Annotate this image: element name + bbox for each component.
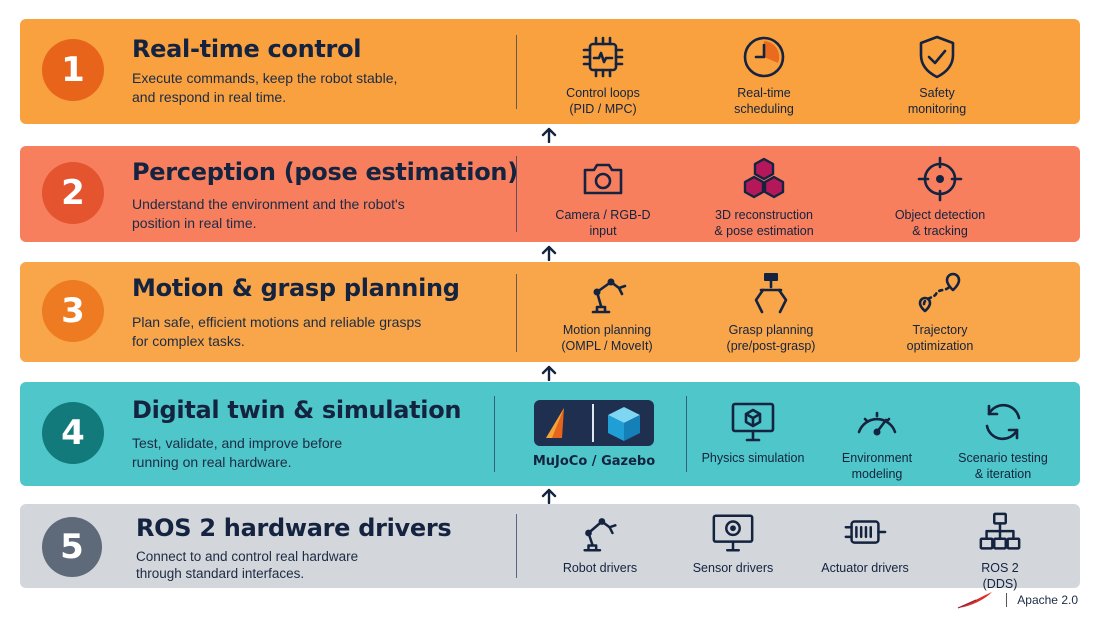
layer-description: Execute commands, keep the robot stable,… xyxy=(132,70,398,105)
layer-description: Connect to and control real hardware thr… xyxy=(136,549,359,581)
layer-description: Plan safe, efficient motions and reliabl… xyxy=(132,314,422,349)
feature-label: Grasp planning (pre/post-grasp) xyxy=(726,323,816,353)
divider xyxy=(494,396,495,472)
layer-description: Understand the environment and the robot… xyxy=(132,196,405,231)
feather-icon xyxy=(958,592,993,609)
layer-title: Digital twin & simulation xyxy=(132,396,462,424)
feature-label: Object detection & tracking xyxy=(894,208,986,238)
layer-4-digital-twin-simulation: 4 Digital twin & simulation Test, valida… xyxy=(20,382,1080,486)
layer-number-badge: 4 xyxy=(42,402,104,464)
simulator-caption: MuJoCo / Gazebo xyxy=(532,454,656,469)
divider xyxy=(516,514,517,578)
feature-robot-drivers: Robot drivers xyxy=(525,510,675,576)
feature-object-detection: Object detection & tracking xyxy=(865,155,1015,239)
gauge-icon xyxy=(857,411,897,436)
gazebo-cube-icon xyxy=(608,407,640,441)
feature-3d-reconstruction: 3D reconstruction & pose estimation xyxy=(689,155,839,239)
feature-label: Actuator drivers xyxy=(821,561,909,575)
divider xyxy=(516,156,517,232)
layer-description: Test, validate, and improve before runni… xyxy=(132,435,343,470)
layer-number-badge: 2 xyxy=(42,162,104,224)
clock-icon xyxy=(743,36,785,78)
arrow-up-icon xyxy=(541,365,557,381)
simulator-logos xyxy=(534,400,654,446)
motor-icon xyxy=(844,520,887,544)
feature-label: Control loops (PID / MPC) xyxy=(566,86,640,116)
arrow-up-icon xyxy=(541,127,557,143)
feature-safety-monitoring: Safety monitoring xyxy=(862,33,1012,117)
layer-title: Perception (pose estimation) xyxy=(132,158,518,186)
feature-actuator-drivers: Actuator drivers xyxy=(790,510,940,576)
feature-physics-simulation: Physics simulation xyxy=(678,398,828,466)
layer-title: Motion & grasp planning xyxy=(132,274,460,302)
divider xyxy=(516,35,517,109)
feature-trajectory-optimization: Trajectory optimization xyxy=(865,270,1015,354)
network-icon xyxy=(979,512,1021,550)
feature-label: Camera / RGB-D input xyxy=(555,208,651,238)
feature-real-time-scheduling: Real-time scheduling xyxy=(689,33,839,117)
crosshair-icon xyxy=(917,156,963,202)
feature-label: Safety monitoring xyxy=(907,86,967,116)
footer: Apache 2.0 xyxy=(956,590,1078,610)
layer-2-perception: 2 Perception (pose estimation) Understan… xyxy=(20,146,1080,242)
arrow-up-icon xyxy=(541,245,557,261)
feature-sensor-drivers: Sensor drivers xyxy=(658,510,808,576)
layer-title: ROS 2 hardware drivers xyxy=(136,514,452,542)
layer-number-badge: 1 xyxy=(42,39,104,101)
shield-check-icon xyxy=(919,35,955,79)
feature-label: Environment modeling xyxy=(841,451,913,481)
feature-label: Trajectory optimization xyxy=(906,323,974,353)
layer-3-motion-grasp-planning: 3 Motion & grasp planning Plan safe, eff… xyxy=(20,262,1080,362)
refresh-icon xyxy=(985,403,1021,441)
feature-ros2-dds: ROS 2 (DDS) xyxy=(925,510,1075,592)
feature-environment-modeling: Environment modeling xyxy=(802,398,952,482)
feature-label: Motion planning (OMPL / MoveIt) xyxy=(561,323,653,353)
layer-title: Real-time control xyxy=(132,35,362,63)
arrow-up-icon xyxy=(541,488,557,504)
mujoco-logo-icon xyxy=(546,408,564,438)
monitor-eye-icon xyxy=(712,514,754,552)
divider xyxy=(516,274,517,352)
feature-camera-input: Camera / RGB-D input xyxy=(528,155,678,239)
robot-arm-icon xyxy=(583,518,617,552)
route-icon xyxy=(918,272,961,313)
license-label: Apache 2.0 xyxy=(1017,593,1078,607)
feature-label: Scenario testing & iteration xyxy=(958,451,1048,481)
feature-scenario-testing: Scenario testing & iteration xyxy=(928,398,1078,482)
feature-motion-planning: Motion planning (OMPL / MoveIt) xyxy=(532,270,682,354)
feature-control-loops: Control loops (PID / MPC) xyxy=(528,33,678,117)
footer-divider xyxy=(1006,593,1008,607)
layer-number-badge: 5 xyxy=(42,517,102,577)
gripper-icon xyxy=(754,273,788,314)
feature-label: 3D reconstruction & pose estimation xyxy=(714,208,814,238)
layer-1-real-time-control: 1 Real-time control Execute commands, ke… xyxy=(20,19,1080,124)
feature-label: Robot drivers xyxy=(562,561,638,575)
feature-label: Physics simulation xyxy=(701,451,805,465)
chip-icon xyxy=(582,36,624,78)
feature-grasp-planning: Grasp planning (pre/post-grasp) xyxy=(696,270,846,354)
camera-icon xyxy=(583,163,623,195)
feature-label: ROS 2 (DDS) xyxy=(981,561,1019,591)
feature-label: Sensor drivers xyxy=(692,561,774,575)
monitor-cube-icon xyxy=(731,402,775,442)
cubes-icon xyxy=(743,157,785,199)
layer-number-badge: 3 xyxy=(42,280,104,342)
layer-5-ros2-hardware-drivers: 5 ROS 2 hardware drivers Connect to and … xyxy=(20,504,1080,591)
feature-label: Real-time scheduling xyxy=(734,86,794,116)
robot-arm-icon xyxy=(591,278,627,314)
divider xyxy=(686,396,687,472)
